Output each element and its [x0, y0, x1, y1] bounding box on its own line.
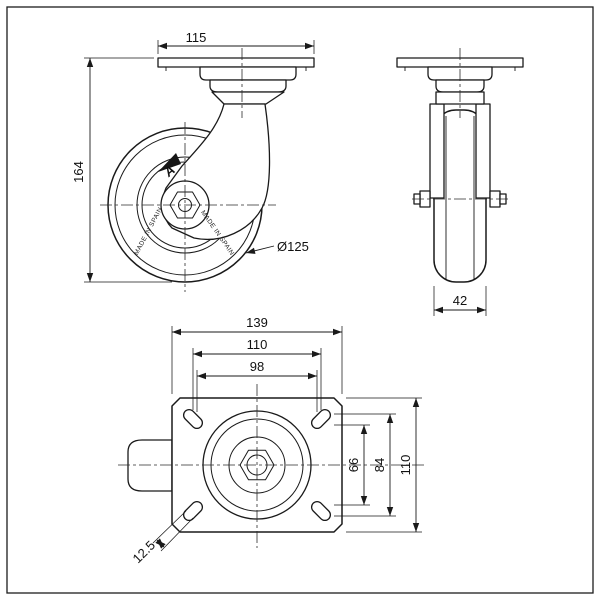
front-plate-tabs: [165, 67, 307, 71]
dim-bolt-span-long-outer-label: 110: [247, 337, 268, 352]
bolt-slot-top-right: [310, 408, 332, 430]
dim-12-5-line: [155, 538, 166, 549]
dim-bolt-span-short-outer-label: 84: [372, 458, 387, 472]
front-swivel-race: [199, 66, 297, 81]
side-wheel-tread-lines: [445, 116, 475, 280]
dim-12-5-extension-lines: [152, 510, 194, 552]
drawing-border: [6, 6, 594, 594]
bolt-slot-top-left: [182, 408, 204, 430]
dim-bolt-span-long-inner-label: 98: [250, 359, 264, 374]
side-plate-tabs: [404, 67, 516, 71]
front-dimensions: 115 164 Ø125: [71, 30, 315, 283]
dim-overall-height-label: 164: [71, 161, 86, 183]
side-fork-leg-right: [475, 103, 491, 199]
side-fork-leg-left: [429, 103, 445, 199]
front-view: MADE IN SPAIN MADE IN SPAIN A: [100, 48, 315, 292]
front-top-plate: [157, 57, 315, 68]
dim-plate-width-top-label: 110: [398, 455, 413, 476]
side-dimensions: 42: [433, 286, 487, 316]
dim-115-extension-lines: [157, 40, 315, 54]
side-view: [396, 48, 524, 283]
dim-110a-extension-lines: [192, 348, 322, 410]
dim-wheel-dia-leader: [245, 245, 275, 254]
bolt-slot-bottom-right: [310, 500, 332, 522]
dim-bolt-span-short-inner-label: 66: [346, 458, 361, 472]
top-view: [118, 384, 424, 548]
dim-wheel-diameter-label: Ø125: [277, 239, 309, 254]
front-fork-crown: [211, 91, 285, 105]
dim-wheel-width-label: 42: [453, 293, 467, 308]
top-wheel-protrusion: [127, 439, 173, 492]
dim-plate-width-label: 115: [186, 30, 207, 45]
bolt-slot-bottom-left: [182, 500, 204, 522]
dim-110b-extension-lines: [346, 397, 422, 533]
dim-plate-length-label: 139: [246, 315, 268, 330]
front-swivel-collar: [209, 79, 287, 93]
dim-84-extension-lines: [334, 413, 396, 517]
dim-139-extension-lines: [171, 326, 343, 394]
brand-logo-flag-icon: [158, 153, 181, 172]
dim-164-extension-lines: [84, 57, 172, 283]
